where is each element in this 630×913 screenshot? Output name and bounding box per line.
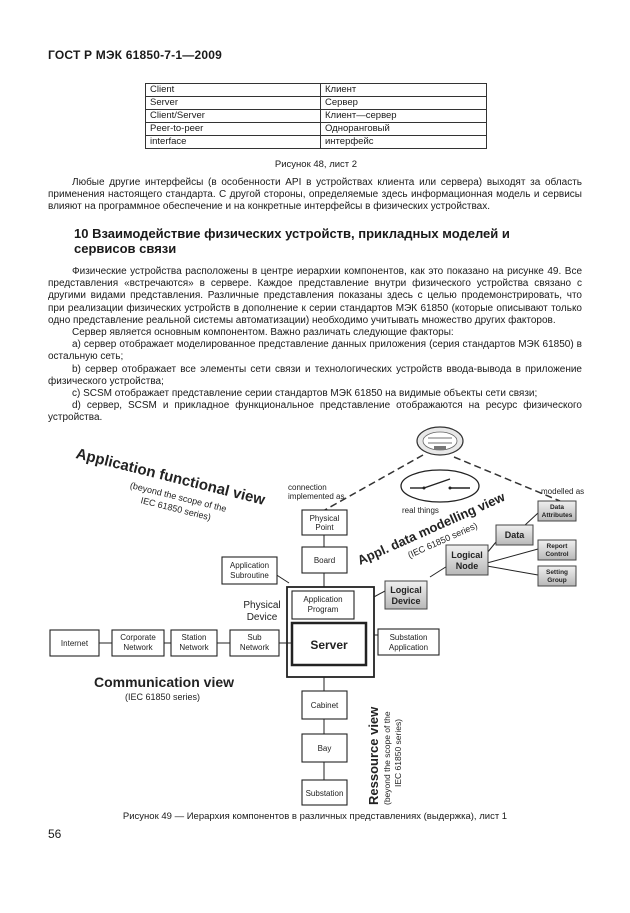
term-russian: Клиент xyxy=(320,83,487,97)
term-russian: Сервер xyxy=(320,96,487,110)
paragraph-1: Физические устройства расположены в цент… xyxy=(48,266,582,326)
connection-label: connection xyxy=(288,483,327,492)
corporate-label-1: Corporate xyxy=(120,633,156,642)
physical-device-label-2: Device xyxy=(247,612,278,623)
term-english: Server xyxy=(145,96,321,110)
comm-view-title: Communication view xyxy=(94,674,234,690)
component-hierarchy-diagram: real things Application functional view … xyxy=(49,426,584,806)
sub-label-1: Sub xyxy=(247,633,262,642)
logical-device-box xyxy=(384,580,428,610)
app-program-box xyxy=(291,590,355,620)
app-subroutine-label-1: Application xyxy=(230,561,269,570)
resource-view-sub2: IEC 61850 series) xyxy=(393,719,403,787)
physical-point-label-2: Point xyxy=(315,523,334,532)
report-control-box xyxy=(537,539,577,561)
figure48-caption: Рисунок 48, лист 2 xyxy=(274,159,358,170)
item-d: d) сервер, SCSM и прикладное функциональ… xyxy=(48,400,582,424)
figure49-caption: Рисунок 49 — Иерархия компонентов в разл… xyxy=(122,811,508,822)
logical-node-label-2: Node xyxy=(456,561,479,571)
body-text: Физические устройства расположены в цент… xyxy=(48,266,582,425)
data-attributes-box xyxy=(537,500,577,522)
data-label: Data xyxy=(505,530,526,540)
data-box xyxy=(495,524,534,546)
term-russian: интерфейс xyxy=(320,135,487,149)
dashed-links xyxy=(322,454,561,512)
substation-app-label-2: Application xyxy=(389,643,428,652)
meter-icon xyxy=(416,426,464,456)
term-english: Client xyxy=(145,83,321,97)
data-attributes-label-2: Attributes xyxy=(542,512,573,519)
cabinet-label: Cabinet xyxy=(311,701,339,710)
station-label-1: Station xyxy=(182,633,207,642)
term-english: Peer-to-peer xyxy=(145,122,321,136)
board-box xyxy=(301,546,348,574)
real-things-label: real things xyxy=(402,506,439,515)
corporate-network-box xyxy=(111,629,165,657)
setting-group-box xyxy=(537,565,577,587)
intro-paragraph: Любые другие интерфейсы (в особенности A… xyxy=(48,177,582,214)
logical-device-label-2: Device xyxy=(391,596,420,606)
physical-device-label-1: Physical xyxy=(243,600,280,611)
switch-icon xyxy=(400,469,480,503)
server-box xyxy=(290,621,368,667)
paragraph-2: Сервер является основным компонентом. Ва… xyxy=(72,327,454,339)
app-subroutine-label-2: Subroutine xyxy=(230,571,269,580)
term-english: interface xyxy=(145,135,321,149)
server-label: Server xyxy=(310,638,348,652)
term-russian: Одноранговый xyxy=(320,122,487,136)
report-control-label-1: Report xyxy=(547,543,569,550)
physical-point-box xyxy=(301,509,348,536)
logical-node-box xyxy=(445,544,489,576)
internet-label: Internet xyxy=(61,639,89,648)
app-subroutine-box xyxy=(221,556,278,585)
app-program-label-2: Program xyxy=(308,605,339,614)
report-control-label-2: Control xyxy=(545,551,568,558)
sub-label-2: Network xyxy=(240,643,270,652)
app-program-label-1: Application xyxy=(303,595,342,604)
logical-device-label-1: Logical xyxy=(390,585,422,595)
implemented-as-label: implemented as xyxy=(288,492,344,501)
resource-view-label: Ressource view (beyond the scope of the … xyxy=(366,706,403,805)
resource-view-sub1: (beyond the scope of the xyxy=(382,711,392,805)
document-header: ГОСТ Р МЭК 61850-7-1—2009 xyxy=(48,48,222,62)
setting-group-label-1: Setting xyxy=(546,569,568,576)
substation-app-label-1: Substation xyxy=(390,633,428,642)
section-title: 10 Взаимодействие физических устройств, … xyxy=(74,226,510,256)
comm-view-sub: (IEC 61850 series) xyxy=(125,692,200,702)
cabinet-box xyxy=(301,690,348,720)
bay-label: Bay xyxy=(318,744,332,753)
item-a: а) сервер отображает моделированное пред… xyxy=(48,339,582,363)
item-b: b) сервер отображает все элементы сети с… xyxy=(48,363,582,387)
corporate-label-2: Network xyxy=(123,643,153,652)
physical-point-label-1: Physical xyxy=(310,514,340,523)
modelled-as-label: modelled as xyxy=(541,487,584,496)
resource-view-title: Ressource view xyxy=(366,706,381,805)
substation-label: Substation xyxy=(306,789,344,798)
board-label: Board xyxy=(314,556,335,565)
logical-node-label-1: Logical xyxy=(451,550,483,560)
term-english: Client/Server xyxy=(145,109,321,123)
page-number: 56 xyxy=(48,827,62,841)
internet-box xyxy=(49,629,100,657)
term-russian: Клиент—сервер xyxy=(320,109,487,123)
setting-group-label-2: Group xyxy=(547,577,567,584)
intro-text: Любые другие интерфейсы (в особенности A… xyxy=(48,177,582,213)
substation-app-box xyxy=(377,628,440,656)
app-view-label: Application functional view (beyond the … xyxy=(74,445,267,522)
station-label-2: Network xyxy=(179,643,209,652)
bay-box xyxy=(301,733,348,763)
data-attributes-label-1: Data xyxy=(550,504,564,511)
item-c: c) SCSM отображает представление серии с… xyxy=(72,388,538,400)
substation-box xyxy=(301,779,348,806)
